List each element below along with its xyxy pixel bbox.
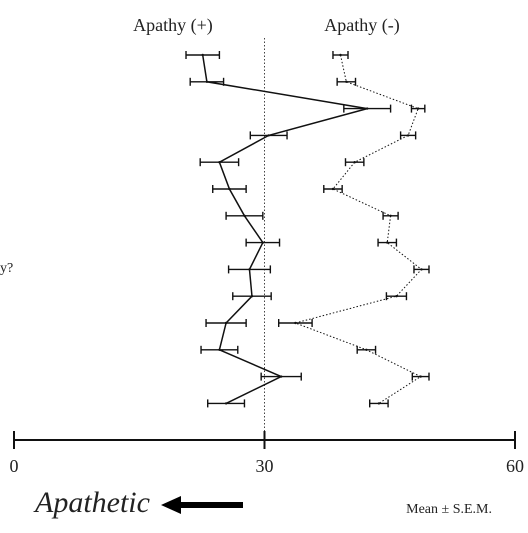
error-bar-apathy-neg-1 (332, 51, 349, 59)
error-bar-apathy-neg-4 (399, 131, 417, 140)
error-bar-apathy-pos-2 (189, 77, 225, 86)
error-bar-apathy-neg-3 (410, 104, 426, 113)
error-bar-apathy-neg-12 (356, 345, 377, 354)
data-point-apathy-neg-13 (419, 375, 422, 378)
error-bar-apathy-pos-11 (205, 319, 247, 327)
left-arrow-icon (161, 496, 244, 515)
series-line-apathy-neg (293, 54, 423, 404)
data-point-apathy-neg-14 (377, 402, 381, 405)
x-tick-label-0: 0 (10, 456, 19, 476)
data-point-apathy-pos-11 (224, 321, 228, 325)
data-point-apathy-neg-9 (420, 268, 423, 271)
data-point-apathy-pos-6 (228, 187, 231, 191)
error-bar-apathy-pos-1 (185, 51, 221, 59)
error-bar-apathy-pos-10 (232, 292, 272, 301)
series-line-apathy-pos (201, 54, 368, 405)
x-tick-label-60: 60 (506, 456, 524, 476)
data-point-apathy-pos-5 (218, 161, 221, 164)
error-bar-apathy-pos-3 (343, 104, 392, 113)
data-point-apathy-pos-9 (248, 268, 251, 271)
data-point-apathy-neg-2 (345, 80, 348, 84)
data-point-apathy-pos-4 (267, 134, 270, 137)
error-bar-apathy-neg-13 (411, 372, 430, 381)
x-axis: 0 30 60 (10, 431, 524, 476)
data-point-apathy-neg-11 (294, 321, 297, 325)
series-apathy-neg (277, 51, 430, 408)
data-point-apathy-pos-2 (205, 80, 209, 84)
data-point-apathy-neg-6 (331, 187, 335, 191)
truncated-axis-label: y? (0, 261, 13, 276)
series-apathy-pos (185, 51, 392, 408)
data-point-apathy-neg-3 (416, 107, 420, 110)
error-bar-apathy-pos-12 (200, 345, 239, 354)
error-bar-apathy-neg-10 (385, 292, 408, 301)
legend-label-apathy-pos: Apathy (+) (133, 15, 213, 36)
error-bar-apathy-neg-11 (277, 319, 313, 327)
error-bar-apathy-pos-6 (212, 185, 247, 193)
error-bar-apathy-neg-14 (369, 399, 389, 408)
error-bar-apathy-pos-9 (227, 265, 272, 274)
footnote: Mean ± S.E.M. (406, 502, 492, 517)
data-point-apathy-neg-1 (339, 53, 342, 57)
data-point-apathy-neg-10 (395, 295, 398, 298)
data-point-apathy-neg-8 (386, 241, 389, 244)
error-bar-apathy-neg-5 (344, 158, 365, 167)
error-bar-apathy-pos-5 (199, 158, 240, 167)
error-bar-apathy-pos-14 (207, 399, 246, 408)
data-point-apathy-pos-14 (224, 402, 228, 405)
error-bar-apathy-neg-9 (413, 265, 430, 274)
data-point-apathy-neg-5 (353, 161, 356, 164)
data-point-apathy-neg-4 (406, 134, 410, 137)
error-bar-apathy-neg-2 (336, 77, 357, 86)
apathetic-direction-label: Apathetic (35, 486, 245, 520)
data-point-apathy-pos-7 (243, 214, 246, 217)
legend-label-apathy-neg: Apathy (-) (324, 15, 399, 36)
error-bar-apathy-pos-7 (225, 211, 264, 220)
data-point-apathy-pos-1 (201, 53, 204, 57)
error-bar-apathy-pos-4 (249, 131, 288, 140)
error-bar-apathy-pos-8 (245, 238, 281, 247)
data-point-apathy-pos-13 (280, 375, 283, 378)
error-bar-apathy-pos-13 (260, 372, 302, 381)
error-bar-apathy-neg-6 (323, 185, 343, 193)
data-point-apathy-neg-7 (389, 214, 392, 217)
data-point-apathy-pos-10 (250, 295, 254, 298)
error-bar-apathy-neg-7 (382, 211, 399, 220)
data-point-apathy-pos-3 (366, 107, 369, 110)
data-point-apathy-pos-8 (261, 241, 265, 244)
apathetic-text: Apathetic (35, 486, 150, 519)
error-bar-apathy-neg-8 (377, 238, 398, 247)
legend: Apathy (+) Apathy (-) (133, 15, 400, 36)
data-point-apathy-pos-12 (218, 348, 221, 351)
data-point-apathy-neg-12 (365, 348, 368, 351)
x-tick-label-30: 30 (256, 456, 274, 476)
